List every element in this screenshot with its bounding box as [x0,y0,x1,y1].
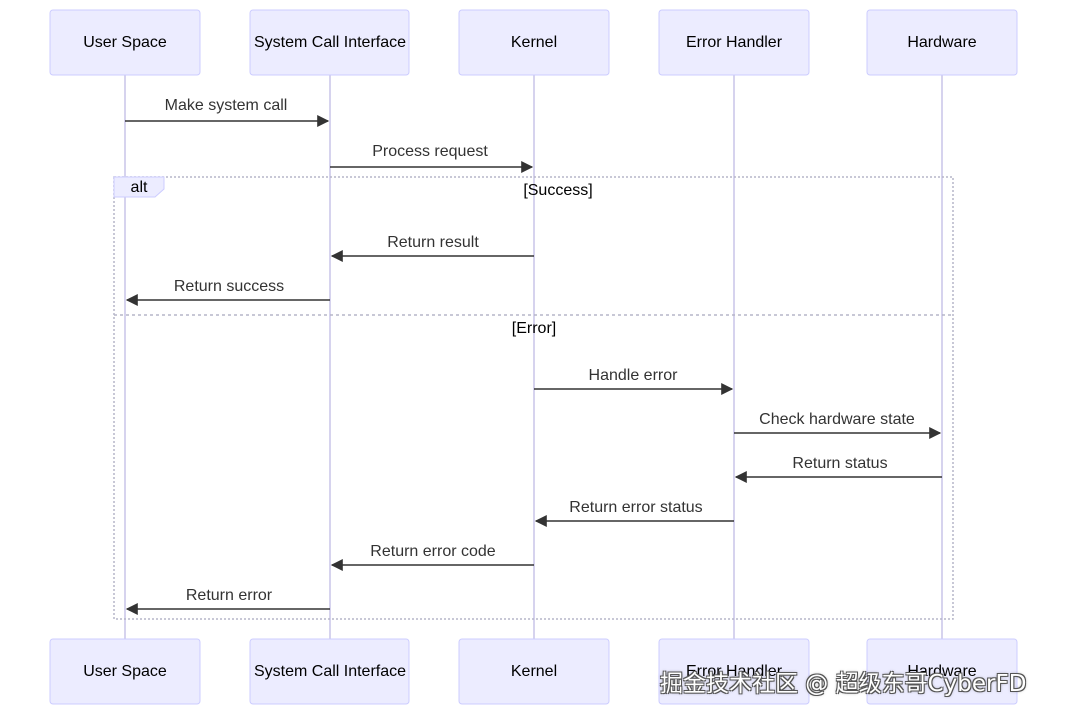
message-label: Handle error [589,367,679,384]
actor-hardware-top: Hardware [866,9,1018,76]
actor-label: Error Handler [686,663,783,680]
message-label: Process request [372,143,488,160]
alt-frame: alt [Success] [Error] [113,176,954,620]
actor-label: User Space [83,663,167,680]
lifelines [124,75,943,640]
actor-box [249,638,410,705]
message-label: Return status [792,455,887,472]
message-label: Return error code [370,543,495,560]
actor-label: Kernel [511,663,557,680]
actor-user-space-bottom: User Space [49,638,201,705]
message-label: Return error status [569,499,702,516]
actor-hardware-bottom: Hardware [866,638,1018,705]
alt-frame-tag-label: alt [131,179,148,196]
actor-box [49,638,201,705]
message-label: Check hardware state [759,411,915,428]
actor-kernel-bottom: Kernel [458,638,610,705]
actor-kernel-top: Kernel [458,9,610,76]
alt-frame-border [113,176,954,620]
actor-label: Kernel [511,34,557,51]
actor-box [866,9,1018,76]
actor-box [658,9,810,76]
actor-label: Hardware [907,34,976,51]
messages: Make system call Process request Return … [125,97,942,615]
watermark: 掘金技术社区 @ 超级东哥CyberFD [660,671,1027,697]
actor-error-handler-bottom: Error Handler [658,638,810,705]
message-label: Make system call [165,97,288,114]
actor-box [866,638,1018,705]
actor-label: System Call Interface [254,34,406,51]
actor-box [49,9,201,76]
actor-label: System Call Interface [254,663,406,680]
actor-user-space-top: User Space [49,9,201,76]
actor-system-call-interface-bottom: System Call Interface [249,638,410,705]
actor-box [458,9,610,76]
actors-top: User Space System Call Interface Kernel … [49,9,1018,76]
actor-system-call-interface-top: System Call Interface [249,9,410,76]
alt-section-label-error: [Error] [512,320,556,337]
actor-box [458,638,610,705]
actor-box [658,638,810,705]
message-label: Return success [174,278,284,295]
message-label: Return result [387,234,479,251]
alt-frame-tag [113,176,165,198]
actor-box [249,9,410,76]
actor-error-handler-top: Error Handler [658,9,810,76]
message-label: Return error [186,587,273,604]
alt-section-label-success: [Success] [523,182,592,199]
actor-label: Error Handler [686,34,783,51]
actor-label: Hardware [907,663,976,680]
actor-label: User Space [83,34,167,51]
actors-bottom: User Space System Call Interface Kernel … [49,638,1018,705]
